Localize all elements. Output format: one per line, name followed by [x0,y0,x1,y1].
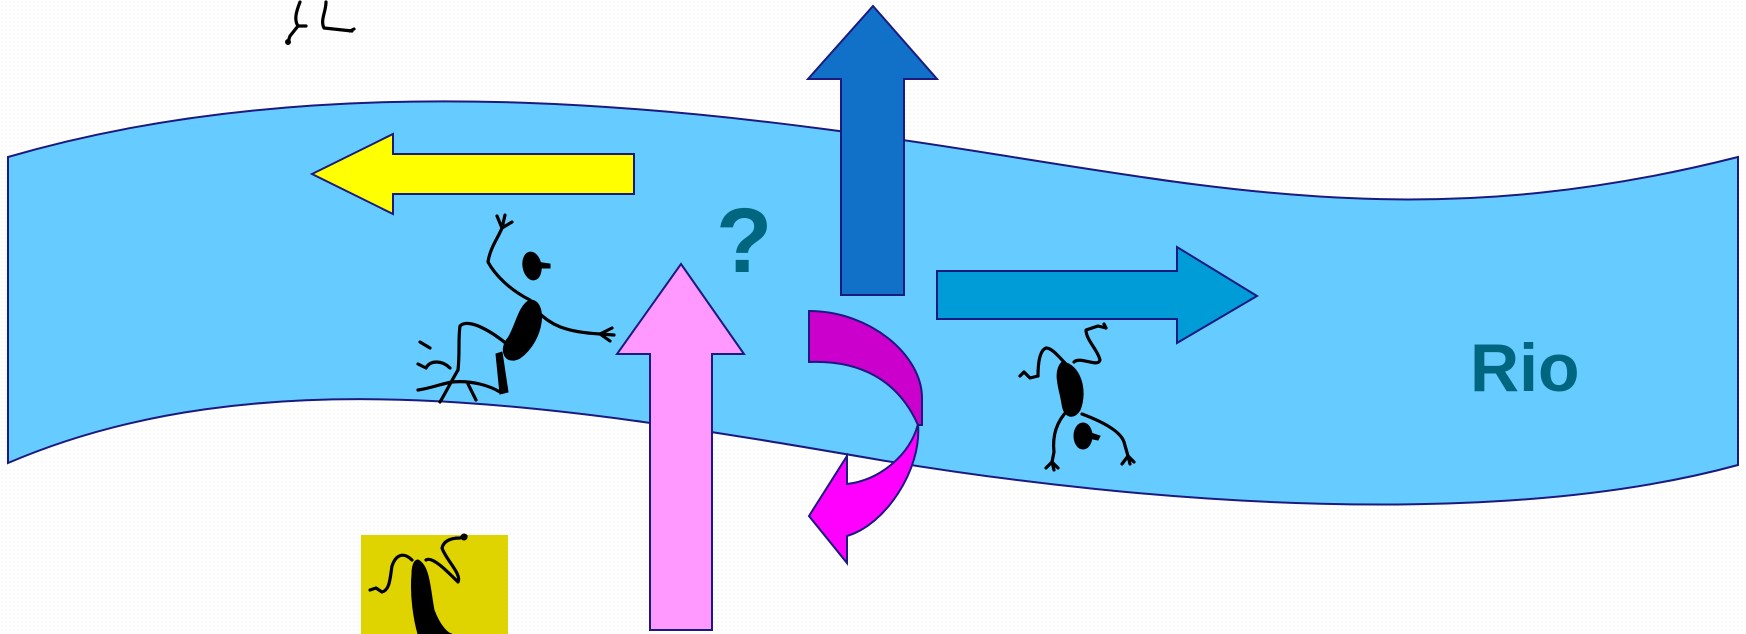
right-teal-arrow [936,245,1259,345]
up-blue-arrow [805,4,940,296]
diver-icon [1018,322,1136,472]
question-mark: ? [716,190,772,292]
fisherman-icon [416,213,616,404]
river-band [7,100,1739,506]
u-turn-magenta-arrow [807,309,923,566]
river-label: Rio [1470,330,1580,406]
person-on-yellow-icon [361,533,508,634]
up-pink-arrow [615,262,746,631]
person-top-partial-icon [285,0,356,45]
left-yellow-arrow [309,132,635,216]
